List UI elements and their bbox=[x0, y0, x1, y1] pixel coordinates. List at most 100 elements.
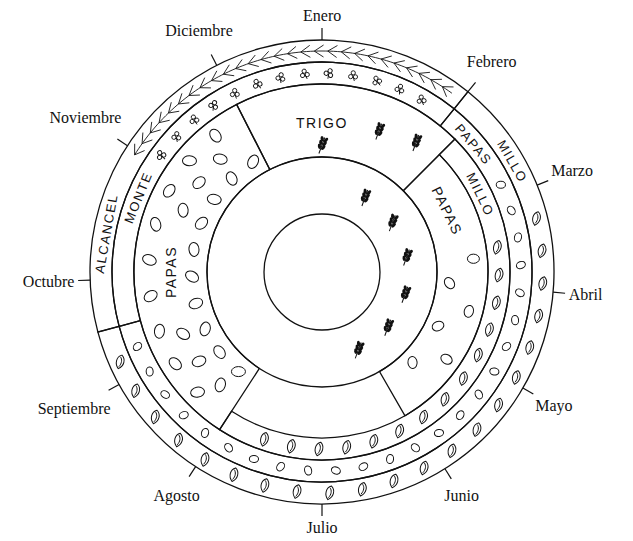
seedling-symbol bbox=[471, 422, 482, 437]
seedling-vein bbox=[232, 470, 237, 480]
seedling-leaf bbox=[446, 443, 457, 458]
braid-chevron bbox=[368, 52, 379, 64]
seedling-leaf bbox=[537, 276, 548, 291]
potato-symbol bbox=[304, 465, 313, 476]
potato-symbol bbox=[330, 466, 341, 476]
seedling-leaf bbox=[394, 423, 405, 438]
potato-symbol bbox=[200, 428, 209, 439]
seedling-vein bbox=[263, 480, 268, 490]
seedling-leaf bbox=[292, 484, 303, 499]
seedling-symbol bbox=[484, 322, 495, 337]
month-label: Diciembre bbox=[165, 22, 233, 40]
month-label: Febrero bbox=[467, 53, 517, 71]
seedling-vein bbox=[536, 311, 541, 321]
clover-leaf bbox=[372, 80, 377, 85]
wheat-symbol bbox=[399, 247, 414, 267]
seedling-leaf bbox=[199, 452, 210, 467]
seedling-leaf bbox=[484, 322, 495, 337]
seedling-vein bbox=[203, 454, 208, 464]
braid-chevron bbox=[248, 55, 259, 66]
crop-label: PAPAS bbox=[164, 246, 178, 298]
potato-symbol bbox=[463, 304, 475, 318]
seedling-symbol bbox=[341, 440, 352, 455]
potato-symbol bbox=[211, 343, 227, 360]
seedling-leaf bbox=[130, 383, 141, 398]
potato-symbol bbox=[224, 170, 239, 187]
braid-chevron bbox=[381, 56, 392, 67]
seedling-symbol bbox=[458, 371, 469, 386]
seedling-vein bbox=[397, 426, 402, 436]
potato-symbol bbox=[146, 367, 154, 377]
band-shape bbox=[134, 104, 270, 429]
seedling-symbol bbox=[389, 473, 400, 488]
braid-chevron bbox=[200, 78, 211, 88]
month-label: Marzo bbox=[551, 162, 593, 180]
braid-chevron bbox=[355, 49, 365, 61]
potato-symbol bbox=[190, 174, 207, 191]
seedling-vein bbox=[476, 350, 481, 360]
month-label: Noviembre bbox=[49, 109, 121, 127]
crop-label: PAPAS bbox=[430, 184, 465, 237]
potato-symbol bbox=[431, 320, 445, 333]
seedling-symbol bbox=[313, 441, 324, 456]
crop-band: PAPAS bbox=[117, 106, 534, 484]
potato-symbol bbox=[142, 288, 159, 304]
band-outline bbox=[117, 106, 534, 484]
seedling-vein bbox=[443, 394, 448, 404]
clover-symbol bbox=[299, 68, 310, 80]
wheat-grain bbox=[318, 143, 322, 149]
potato-symbol bbox=[141, 253, 158, 268]
potato-symbol bbox=[159, 389, 171, 400]
seedling-vein bbox=[450, 446, 455, 456]
seedling-vein bbox=[360, 484, 365, 494]
potato-symbol bbox=[511, 315, 519, 325]
braid-chevron bbox=[142, 133, 152, 144]
potato-symbol bbox=[245, 153, 260, 170]
braid-chevron bbox=[419, 72, 430, 83]
braid-chevron bbox=[150, 122, 160, 133]
potato-symbol bbox=[275, 461, 286, 473]
potato-symbol bbox=[223, 442, 234, 454]
seedling-vein bbox=[495, 242, 500, 252]
seedling-leaf bbox=[494, 267, 505, 282]
seedling-vein bbox=[421, 412, 426, 422]
clover-leaf bbox=[394, 87, 399, 92]
potato-symbol bbox=[154, 324, 165, 339]
clover-symbol bbox=[322, 67, 335, 80]
potato-symbol bbox=[149, 216, 162, 232]
seedling-vein bbox=[497, 270, 502, 280]
seedling-vein bbox=[494, 298, 499, 308]
wheat-symbol bbox=[409, 132, 424, 152]
band-shape bbox=[237, 84, 455, 191]
wheat-symbol bbox=[315, 135, 330, 155]
seedling-vein bbox=[487, 325, 492, 335]
ring-lines bbox=[207, 157, 437, 387]
clover-stem bbox=[176, 137, 178, 142]
month-tick bbox=[537, 181, 548, 185]
seedling-vein bbox=[118, 357, 123, 367]
wheat-grain bbox=[363, 197, 369, 203]
braid-chevron bbox=[236, 60, 247, 71]
potato-symbol bbox=[183, 269, 200, 285]
seedling-leaf bbox=[173, 432, 184, 447]
seedling-vein bbox=[344, 442, 349, 452]
seedling-leaf bbox=[531, 211, 542, 226]
potato-symbol bbox=[178, 410, 189, 420]
potato-symbol bbox=[249, 455, 258, 462]
clover-leaf bbox=[172, 135, 177, 140]
clover-stem bbox=[258, 84, 261, 89]
potato-symbol bbox=[489, 367, 499, 376]
clover-symbol bbox=[394, 83, 406, 95]
clover-stem bbox=[353, 76, 355, 81]
wheat-grain bbox=[412, 141, 416, 147]
seedling-symbol bbox=[493, 397, 504, 412]
potato-symbol bbox=[161, 182, 177, 199]
wheat-grain bbox=[377, 131, 383, 137]
seedling-vein bbox=[133, 386, 138, 396]
seedling-leaf bbox=[537, 243, 548, 258]
wheat-symbol bbox=[385, 212, 400, 232]
alcancel-pattern bbox=[135, 45, 454, 155]
potato-symbol bbox=[178, 203, 189, 218]
potato-symbol bbox=[206, 193, 222, 205]
